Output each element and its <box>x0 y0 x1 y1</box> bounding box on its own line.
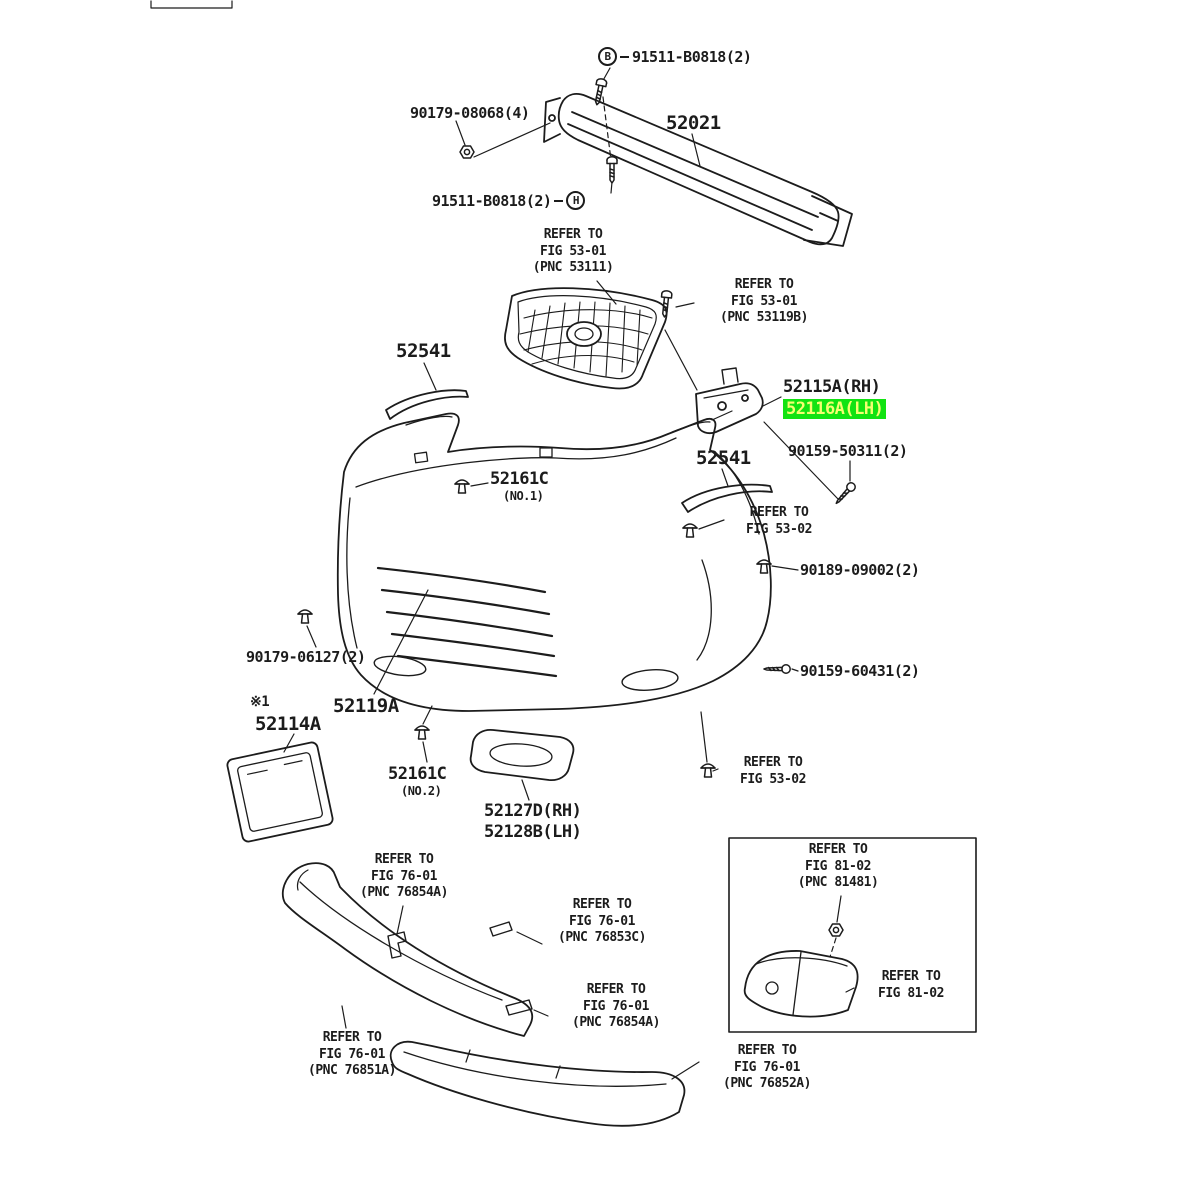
label-bolt-91511-top: B 91511-B0818(2) <box>598 47 752 66</box>
refer-line: REFER TO <box>743 755 803 770</box>
refer-line: REFER TO <box>808 842 868 857</box>
part-number-fog-lh: 52128B(LH) <box>484 822 582 842</box>
clip-icon <box>682 523 698 538</box>
part-number-strip-upper: 52541 <box>396 340 451 362</box>
highlight-badge: 52116A(LH) <box>783 399 887 419</box>
refer-note-grille-bolt: REFER TO FIG 53-01 (PNC 53119B) <box>694 277 834 327</box>
leader-dash <box>620 55 629 58</box>
refer-note-fig7601-d: REFER TO FIG 76-01 (PNC 76851A) <box>286 1030 418 1080</box>
part-number-clip1-no: (NO.1) <box>503 489 544 503</box>
refer-line: FIG 81-02 <box>878 985 944 1001</box>
spoiler-lip-drawing <box>389 1040 686 1127</box>
small-bracket-drawings <box>387 921 533 1016</box>
refer-note-fig7601-e: REFER TO FIG 76-01 (PNC 76852A) <box>701 1043 833 1093</box>
refer-line: (PNC 53111) <box>532 260 614 275</box>
part-number-clip1: 52161C <box>490 469 549 489</box>
bolt-icon <box>591 77 608 107</box>
refer-line: (PNC 81481) <box>797 875 879 890</box>
reinforcement-bar-drawing <box>543 93 853 247</box>
refer-line: REFER TO <box>749 505 809 520</box>
label-clip-no2: 52161C (NO.2) <box>388 764 447 798</box>
refer-line: (PNC 53119B) <box>720 310 808 325</box>
refer-line: REFER TO <box>322 1030 382 1045</box>
refer-line: FIG 53-02 <box>746 521 812 537</box>
clip-icon <box>297 609 313 624</box>
refer-note-fig7601-b: REFER TO FIG 76-01 (PNC 76853C) <box>536 897 668 947</box>
refer-note-grille: REFER TO FIG 53-01 (PNC 53111) <box>503 227 643 277</box>
bumper-cover-drawing <box>336 412 772 712</box>
refer-line: FIG 81-02 <box>805 858 871 874</box>
part-number-screw-stay: 90159-50311(2) <box>788 442 908 460</box>
grille-drawing <box>504 287 668 390</box>
refer-line: (PNC 76854A) <box>572 1015 660 1030</box>
callout-circle-h: H <box>566 191 586 210</box>
refer-line: (PNC 76853C) <box>558 930 646 945</box>
refer-note-fig5302-a: REFER TO FIG 53-02 <box>726 505 832 538</box>
license-plate-bracket-drawing <box>226 741 334 843</box>
refer-line: FIG 53-01 <box>540 243 606 259</box>
refer-line: FIG 76-01 <box>583 998 649 1014</box>
screw-icon <box>763 664 791 674</box>
part-number-clip2-no: (NO.2) <box>401 784 442 798</box>
crop-artifact-lines <box>150 0 233 9</box>
part-number-stay-rh: 52115A(RH) <box>783 377 881 397</box>
refer-note-fig7601-c: REFER TO FIG 76-01 (PNC 76854A) <box>550 982 682 1032</box>
upper-strip-drawing <box>385 389 469 420</box>
refer-line: (PNC 76852A) <box>723 1076 811 1091</box>
part-number-plate-bracket: 52114A <box>255 713 321 735</box>
refer-line: REFER TO <box>734 277 794 292</box>
spoiler-upper-drawing <box>281 862 534 1037</box>
refer-line: REFER TO <box>586 982 646 997</box>
part-number-grommet: 90189-09002(2) <box>800 561 920 579</box>
clip-icon <box>756 559 772 574</box>
label-bolt-91511-lower: 91511-B0818(2) H <box>432 191 586 210</box>
label-clip-no1: 52161C (NO.1) <box>490 469 549 503</box>
part-number-stay-lh-highlighted: 52116A(LH) <box>783 399 887 419</box>
refer-line: (PNC 76851A) <box>308 1063 396 1078</box>
refer-line: FIG 76-01 <box>569 913 635 929</box>
headlamp-inset-box-drawing <box>728 837 977 1033</box>
part-number-reinforcement: 52021 <box>666 112 721 134</box>
refer-line: FIG 53-02 <box>740 771 806 787</box>
part-number-fog-rh: 52127D(RH) <box>484 801 582 821</box>
part-number-clip-side: 90179-06127(2) <box>246 648 366 666</box>
part-number-bumper-cover: 52119A <box>333 695 399 717</box>
part-number-nut-retainer: 90179-08068(4) <box>410 104 530 122</box>
part-number-clip2: 52161C <box>388 764 447 784</box>
clip-icon <box>414 725 430 740</box>
label-fog-covers: 52127D(RH) 52128B(LH) <box>484 801 582 843</box>
refer-line: REFER TO <box>572 897 632 912</box>
stay-bracket-drawing <box>695 367 764 435</box>
refer-note-fig7601-a: REFER TO FIG 76-01 (PNC 76854A) <box>338 852 470 902</box>
note-mark: ※1 <box>250 694 270 710</box>
screw-icon <box>832 480 858 507</box>
nut-icon <box>828 923 844 937</box>
refer-note-fig8102-b: REFER TO FIG 81-02 <box>854 969 968 1002</box>
refer-line: REFER TO <box>374 852 434 867</box>
refer-line: (PNC 76854A) <box>360 885 448 900</box>
fog-lamp-cover-drawing <box>469 729 575 781</box>
part-number-bolt-b: 91511-B0818(2) <box>632 47 752 66</box>
refer-line: REFER TO <box>737 1043 797 1058</box>
lower-strip-drawing <box>681 483 773 513</box>
leader-dash <box>554 199 564 202</box>
bolt-icon <box>606 156 618 184</box>
refer-line: FIG 53-01 <box>731 293 797 309</box>
refer-note-fig8102-a: REFER TO FIG 81-02 (PNC 81481) <box>772 842 904 892</box>
part-number-bolt-h: 91511-B0818(2) <box>432 191 552 210</box>
clip-icon <box>454 479 470 494</box>
nut-icon <box>459 145 475 159</box>
callout-circle-b: B <box>598 47 617 66</box>
part-number-screw-lower: 90159-60431(2) <box>800 662 920 680</box>
refer-note-fig5302-b: REFER TO FIG 53-02 <box>720 755 826 788</box>
refer-line: REFER TO <box>543 227 603 242</box>
refer-line: FIG 76-01 <box>371 868 437 884</box>
part-number-strip-lower: 52541 <box>696 447 751 469</box>
refer-line: FIG 76-01 <box>734 1059 800 1075</box>
refer-line: FIG 76-01 <box>319 1046 385 1062</box>
refer-line: REFER TO <box>881 969 941 984</box>
